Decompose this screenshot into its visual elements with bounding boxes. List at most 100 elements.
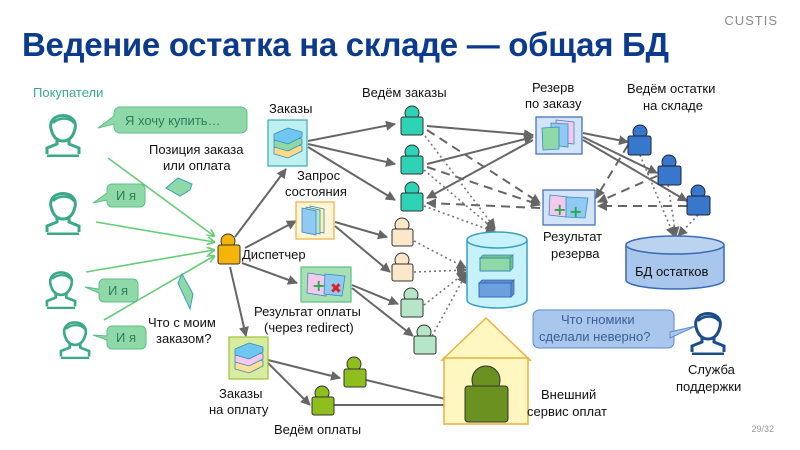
dot-s1-db xyxy=(413,240,467,269)
bubble-1: Я хочу купить… xyxy=(97,106,248,134)
bubble-2-text: И я xyxy=(116,188,136,203)
queue-payorders-label-2: на оплату xyxy=(209,402,269,417)
page-number: 29/32 xyxy=(751,424,774,434)
bubble-3-text: И я xyxy=(108,283,128,298)
arrow-dispatcher-payresult xyxy=(241,262,298,285)
queue-orders: Заказы xyxy=(267,101,312,167)
arrow-w2-reserve xyxy=(426,134,534,165)
slide-title: Ведение остатка на складе — общая БД xyxy=(22,26,669,63)
dot-s2-db xyxy=(413,265,467,276)
dot-w1-db xyxy=(421,131,496,229)
customer-arrows xyxy=(85,157,214,321)
bubble-4-text: И я xyxy=(116,330,136,345)
workers-orders-label: Ведём заказы xyxy=(362,85,447,100)
arrow-w1-reserve xyxy=(426,125,534,140)
payresult-worker-1 xyxy=(400,287,424,318)
arrow-dispatcher-payorders xyxy=(229,266,249,337)
queue-orders-for-payment: Заказы на оплату xyxy=(209,336,269,417)
queue-reserve-result: + + Результат резерва xyxy=(542,189,602,261)
payresult-worker-2 xyxy=(413,324,437,355)
arrow-orders-w3 xyxy=(307,146,396,201)
arrow-customer-3 xyxy=(85,250,214,273)
workers-payments-label: Ведём оплаты xyxy=(274,422,361,437)
dot-p1-db xyxy=(423,271,467,306)
payment-worker-1 xyxy=(343,356,367,388)
queue-orders-label: Заказы xyxy=(269,101,312,116)
support-icon xyxy=(690,312,726,355)
message-status-line1: Что с моим xyxy=(148,315,216,330)
queue-reserve-result-label-1: Результат xyxy=(543,229,602,244)
queue-status-label-2: состояния xyxy=(285,184,347,199)
support-bubble-text-1: Что гномики xyxy=(561,312,635,327)
dash-w2-result xyxy=(426,166,541,207)
order-worker-2 xyxy=(400,144,424,175)
arrow-dispatcher-orders xyxy=(234,168,287,238)
customer-2 xyxy=(45,192,81,235)
message-order-item-line1: Позиция заказа xyxy=(149,142,244,157)
message-order-item-line2: или оплата xyxy=(163,158,231,173)
shared-database xyxy=(466,231,528,309)
dispatcher-label: Диспетчер xyxy=(242,247,306,262)
bubble-4: И я xyxy=(92,325,147,350)
bubble-3: И я xyxy=(84,278,139,303)
arrow-status-w1 xyxy=(334,221,388,240)
cross-icon: ✖ xyxy=(330,281,342,297)
dot-w2-db xyxy=(423,169,496,231)
dash-s1-result xyxy=(595,144,629,199)
customer-icon xyxy=(45,114,81,157)
status-worker-2 xyxy=(391,252,414,282)
status-worker-1 xyxy=(391,217,414,247)
dash-s2-result xyxy=(597,175,658,203)
queue-payresult-label-1: Результат оплаты xyxy=(254,304,361,319)
customer-4 xyxy=(59,321,91,359)
arrow-status-w2 xyxy=(334,225,391,273)
customer-icon xyxy=(45,271,77,309)
stock-database: БД остатков xyxy=(625,235,725,290)
customer-3 xyxy=(45,271,77,309)
queue-status-label-1: Запрос xyxy=(297,168,341,183)
queue-reserve: Резерв по заказу xyxy=(525,80,583,155)
arrow-payresult-w1 xyxy=(351,284,399,306)
dash-result-w3 xyxy=(426,198,541,209)
payment-worker-2 xyxy=(311,385,335,416)
dot-p2-db xyxy=(431,273,467,337)
arrow-reserve-w3 xyxy=(426,139,534,199)
dot-st3-db xyxy=(677,214,699,237)
queue-reserve-label-2: по заказу xyxy=(525,96,582,111)
support-label-2: поддержки xyxy=(676,379,741,394)
arrow-payresult-w2 xyxy=(351,287,414,337)
customer-icon xyxy=(59,321,91,359)
arrow-customer-2 xyxy=(95,221,214,242)
arrow-customer-4 xyxy=(103,256,214,321)
stock-worker-1 xyxy=(627,124,652,156)
arrow-customer-1 xyxy=(107,157,214,236)
workers-stock-label-1: Ведём остатки xyxy=(627,81,715,96)
queue-payment-result: + ✖ Результат оплаты (через redirect) xyxy=(254,266,361,335)
arrow-reserve-s2 xyxy=(582,136,658,174)
arrow-orders-w2 xyxy=(307,143,396,167)
message-envelope-icon xyxy=(165,177,193,197)
support-person xyxy=(690,312,726,355)
customer-1 xyxy=(45,114,81,157)
customers-label: Покупатели xyxy=(33,85,103,100)
plus-icon: + xyxy=(569,202,582,221)
plus-icon: + xyxy=(553,200,566,219)
order-worker-3 xyxy=(400,181,424,212)
external-label-2: сервис оплат xyxy=(527,404,607,419)
dispatcher: Диспетчер xyxy=(217,233,306,265)
arrow-payorders-w1 xyxy=(267,359,341,381)
queue-payorders-label-1: Заказы xyxy=(219,386,262,401)
arrow-dispatcher-status xyxy=(244,220,297,249)
stock-worker-3 xyxy=(686,184,711,216)
dashed-arrows xyxy=(426,129,687,211)
customer-icon xyxy=(45,192,81,235)
bubble-2: И я xyxy=(92,183,146,208)
support-label-1: Служба xyxy=(688,362,736,377)
dotted-arrows xyxy=(413,131,699,337)
arrow-payorders-w2 xyxy=(267,362,311,406)
external-label-1: Внешний xyxy=(541,387,596,402)
arrow-reserve-s1 xyxy=(582,132,629,146)
queue-reserve-result-label-2: резерва xyxy=(551,246,600,261)
bubble-1-text: Я хочу купить… xyxy=(125,113,221,128)
